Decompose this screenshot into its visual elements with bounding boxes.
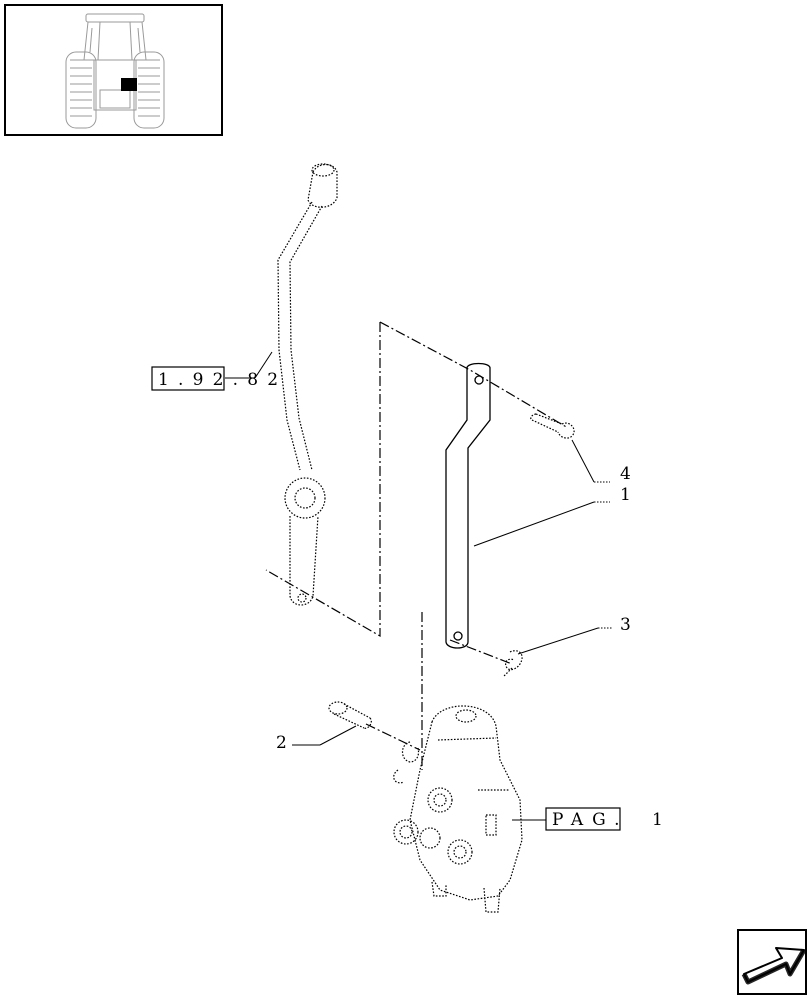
retaining-clip	[503, 650, 523, 677]
page-reference-label: PAG.	[552, 810, 629, 830]
link-rod	[445, 362, 491, 649]
next-page-button[interactable]	[737, 929, 807, 995]
callout-3: 3	[620, 615, 631, 635]
control-lever	[277, 163, 338, 606]
leader-lines	[225, 351, 612, 821]
callout-1: 1	[620, 485, 631, 505]
callout-2: 2	[276, 733, 287, 753]
next-page-arrow-icon	[741, 947, 807, 985]
page-reference-number: 1	[652, 810, 663, 830]
lever-group-reference[interactable]: 1.92.82	[151, 366, 287, 391]
clevis-pin	[328, 701, 372, 729]
tractor-rear-view-icon	[65, 13, 165, 129]
thumbnail-highlight	[121, 78, 137, 91]
assembly-lines	[265, 321, 569, 770]
bolt	[530, 413, 575, 439]
page-reference[interactable]: PAG. 1	[545, 807, 663, 831]
callout-4: 4	[620, 464, 631, 484]
control-valve	[393, 705, 523, 913]
lever-group-reference-text: 1.92.82	[158, 370, 287, 390]
thumbnail-frame	[4, 4, 223, 136]
